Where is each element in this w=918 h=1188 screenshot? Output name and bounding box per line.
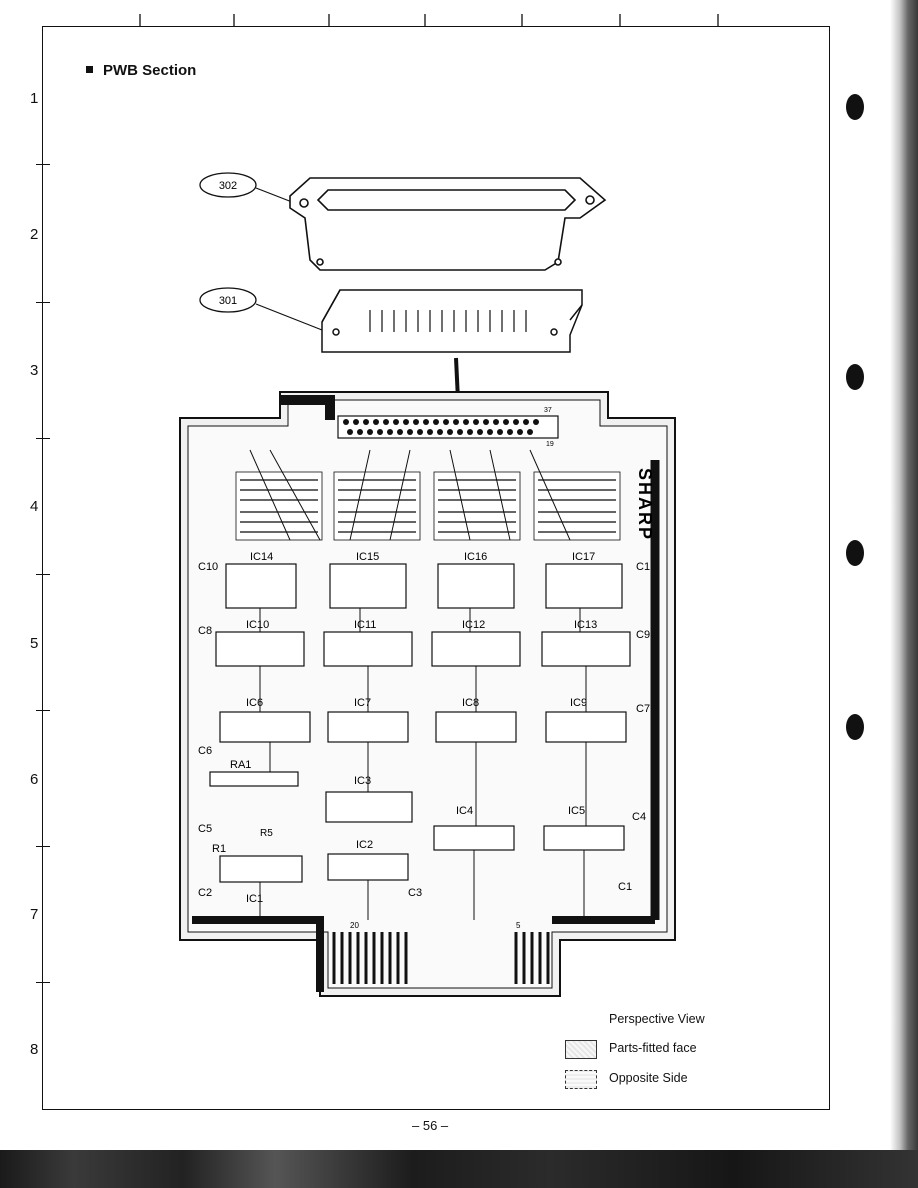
svg-text:IC5: IC5 (568, 805, 585, 817)
callout-302 (199, 172, 257, 198)
row-number-5: 5 (30, 635, 39, 652)
row-tick (36, 438, 50, 439)
binder-hole-2 (846, 364, 864, 390)
svg-text:IC12: IC12 (462, 619, 485, 631)
svg-text:RA1: RA1 (230, 759, 251, 771)
binder-hole-1 (846, 94, 864, 120)
svg-text:IC6: IC6 (246, 697, 263, 709)
row-tick (36, 164, 50, 165)
legend-title: Perspective View (609, 1012, 705, 1026)
scan-edge-shadow (878, 0, 918, 1188)
callout-302-text: 302 (219, 180, 237, 192)
component-array (235, 471, 621, 541)
binder-hole-3 (846, 540, 864, 566)
drawing-frame (42, 26, 830, 1110)
row-number-1: 1 (30, 90, 39, 107)
svg-text:IC17: IC17 (572, 551, 595, 563)
row-tick (36, 710, 50, 711)
connector-301 (321, 289, 583, 353)
svg-text:C6: C6 (198, 745, 212, 757)
row-number-2: 2 (30, 226, 39, 243)
svg-text:IC15: IC15 (356, 551, 379, 563)
row-number-8: 8 (30, 1041, 39, 1058)
row-tick (36, 846, 50, 847)
svg-text:37: 37 (544, 407, 552, 414)
svg-text:IC8: IC8 (462, 697, 479, 709)
svg-text:C8: C8 (198, 625, 212, 637)
svg-text:IC2: IC2 (356, 839, 373, 851)
row-tick (36, 982, 50, 983)
svg-text:IC14: IC14 (250, 551, 273, 563)
svg-text:IC4: IC4 (456, 805, 473, 817)
svg-text:C5: C5 (198, 823, 212, 835)
svg-text:20: 20 (350, 921, 359, 930)
svg-text:C9: C9 (636, 629, 650, 641)
pwb-board: 37 19 SHARP IC14 IC15 IC16 IC17 (179, 391, 676, 997)
callout-301-text: 301 (219, 295, 237, 307)
row-number-6: 6 (30, 771, 39, 788)
svg-text:IC16: IC16 (464, 551, 487, 563)
sharp-logo: SHARP (635, 468, 655, 541)
svg-text:19: 19 (546, 441, 554, 448)
scan-bottom-shadow (0, 1150, 918, 1188)
binder-hole-4 (846, 714, 864, 740)
svg-text:C1: C1 (618, 881, 632, 893)
top-ruler (139, 14, 719, 26)
svg-text:IC11: IC11 (354, 619, 376, 631)
svg-text:IC10: IC10 (246, 619, 269, 631)
pwb-illustration: 302 301 (179, 172, 676, 997)
legend-swatch-opposite-side (565, 1070, 597, 1089)
svg-text:IC3: IC3 (354, 775, 371, 787)
svg-text:IC9: IC9 (570, 697, 587, 709)
row-number-7: 7 (30, 906, 39, 923)
svg-text:C1: C1 (636, 561, 650, 573)
row-tick (36, 574, 50, 575)
svg-text:C10: C10 (198, 561, 218, 573)
svg-text:IC7: IC7 (354, 697, 371, 709)
legend-swatch-parts-fitted (565, 1040, 597, 1059)
bullet-icon (86, 65, 93, 73)
section-title: PWB Section (86, 62, 196, 79)
svg-text:C7: C7 (636, 703, 650, 715)
svg-text:C2: C2 (198, 887, 212, 899)
svg-text:IC1: IC1 (246, 893, 263, 905)
row-tick (36, 302, 50, 303)
row-number-4: 4 (30, 498, 39, 515)
callout-301 (199, 287, 257, 313)
svg-text:C4: C4 (632, 811, 646, 823)
svg-text:IC13: IC13 (574, 619, 597, 631)
svg-text:R5: R5 (260, 828, 273, 839)
page-number: – 56 – (412, 1118, 449, 1133)
connector-cover-302 (289, 177, 607, 271)
svg-text:5: 5 (516, 921, 521, 930)
svg-text:R1: R1 (212, 843, 226, 855)
row-number-3: 3 (30, 362, 39, 379)
svg-text:C3: C3 (408, 887, 422, 899)
